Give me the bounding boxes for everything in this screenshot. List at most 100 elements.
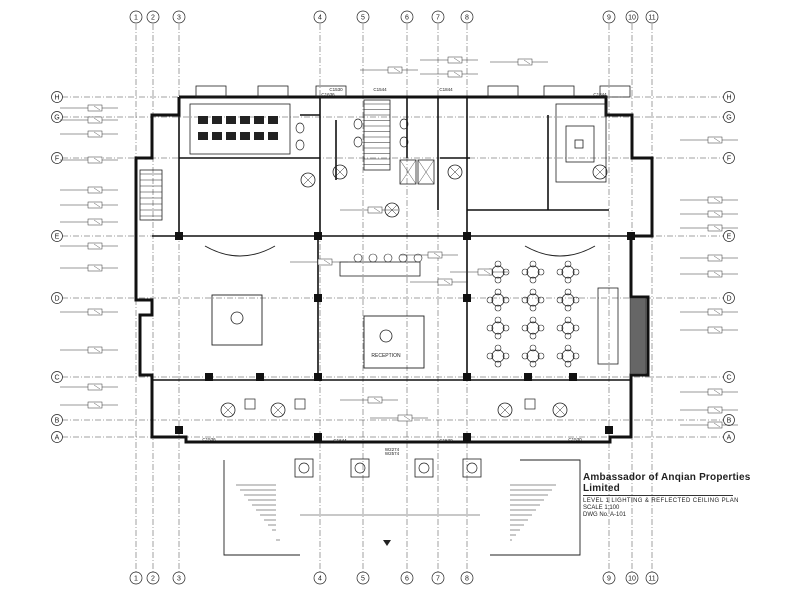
meeting-table [268, 132, 278, 140]
downlight-fixture [497, 402, 513, 418]
fixture-tag-box [87, 218, 103, 226]
fixture-tag-box [367, 396, 383, 404]
fixture-cross [222, 404, 234, 416]
dining-chair [494, 344, 502, 352]
dimension-label: C1530 [568, 437, 582, 442]
dining-chair [494, 304, 502, 312]
fixture-tag-box [427, 251, 443, 259]
lounge-table [565, 125, 595, 163]
reception-counter [339, 261, 421, 277]
fixture-tag-box [367, 206, 383, 214]
dining-chair [521, 352, 529, 360]
meeting-table [226, 132, 236, 140]
dining-chair [529, 360, 537, 368]
fixture-tag-mark [93, 105, 101, 111]
dining-table [526, 349, 540, 363]
window-bay [599, 85, 631, 98]
dining-chair [537, 268, 545, 276]
fixture-tag-box [707, 406, 723, 414]
fixture-tag-box [87, 104, 103, 112]
dimension-label: C1530 [439, 438, 453, 443]
grid-bubble-label: 8 [465, 576, 469, 583]
grid-bubble-label: 5 [361, 576, 365, 583]
fixture-tag-box [707, 196, 723, 204]
fixture-tag-box [397, 414, 413, 422]
toilet-fixture [353, 136, 363, 148]
grid-bubble-col [431, 571, 445, 585]
fixture-tag-mark [93, 157, 101, 163]
drawing-title: LEVEL 1 LIGHTING & REFLECTED CEILING PLA… [583, 498, 739, 504]
dining-chair [564, 316, 572, 324]
window-bay [487, 85, 519, 98]
dimension-label: C1644 [333, 438, 347, 443]
entrance-stairs [223, 459, 581, 556]
fixture-tag-mark [713, 255, 721, 261]
fixture-tag-box [387, 66, 403, 74]
column-cladding [524, 398, 536, 410]
fixture-tag-mark [433, 252, 441, 258]
structural-column [314, 294, 322, 302]
window-bay [195, 85, 227, 98]
fixture-tag-mark [93, 402, 101, 408]
title-block: Ambassador of Anqian Properties Limited … [583, 472, 783, 518]
fixture-tag-mark [93, 117, 101, 123]
dining-chair [556, 268, 564, 276]
entrance-pier [294, 458, 314, 478]
dining-chair [564, 304, 572, 312]
structural-column [175, 232, 183, 240]
dining-chair [564, 344, 572, 352]
grid-bubble-col [460, 10, 474, 24]
grid-bubble-col [460, 571, 474, 585]
grid-bubble-row [51, 371, 63, 383]
grid-bubble-col [356, 571, 370, 585]
fixture-tag-box [87, 201, 103, 209]
grid-bubble-label: B [727, 418, 732, 425]
lounge-outline [555, 103, 607, 183]
dimension-label: C1530 [329, 87, 343, 92]
dining-chair [537, 324, 545, 332]
grid-bubble-row [723, 91, 735, 103]
pier-light [298, 462, 310, 474]
entrance-pier [350, 458, 370, 478]
meeting-table [254, 116, 264, 124]
dining-chair [529, 332, 537, 340]
window-bay [257, 85, 289, 98]
grid-bubble-row [723, 111, 735, 123]
grid-bubble-col [313, 10, 327, 24]
fixture-tag-box [447, 56, 463, 64]
structural-column [314, 232, 322, 240]
fixture-tag-box [87, 242, 103, 250]
grid-bubble-label: 4 [318, 576, 322, 583]
fixture-tag-mark [93, 265, 101, 271]
grid-bubble-row [723, 152, 735, 164]
lounge-centerpiece [574, 139, 584, 149]
fixture-cross [449, 166, 461, 178]
fixture-tag-mark [713, 389, 721, 395]
grid-bubble-col [602, 10, 616, 24]
fixture-tag-box [707, 421, 723, 429]
grid-bubble-label: 11 [648, 15, 655, 22]
dimension-label: W2274 [385, 447, 400, 452]
grid-bubble-label: 10 [628, 576, 636, 583]
fixture-tag-mark [713, 197, 721, 203]
grid-bubble-row [51, 91, 63, 103]
dimension-label: C1844 [439, 87, 453, 92]
fixture-cross [554, 404, 566, 416]
fixture-tag-mark [713, 309, 721, 315]
dimension-label: W2574 [385, 451, 400, 456]
fixture-tag-box [707, 136, 723, 144]
grid-bubble-label: 6 [405, 15, 409, 22]
meeting-table [240, 116, 250, 124]
grid-bubble-label: C [54, 375, 59, 382]
fixture-tag-mark [93, 347, 101, 353]
fixture-tag-mark [93, 243, 101, 249]
fixture-cross [499, 404, 511, 416]
structural-column [463, 433, 471, 441]
grid-bubble-col [172, 571, 186, 585]
fixture-cross [594, 166, 606, 178]
fixture-cross [302, 174, 314, 186]
side-stair [139, 169, 163, 221]
pendant-light [379, 329, 393, 343]
fixture-tag-mark [93, 309, 101, 315]
structural-column [205, 373, 213, 381]
